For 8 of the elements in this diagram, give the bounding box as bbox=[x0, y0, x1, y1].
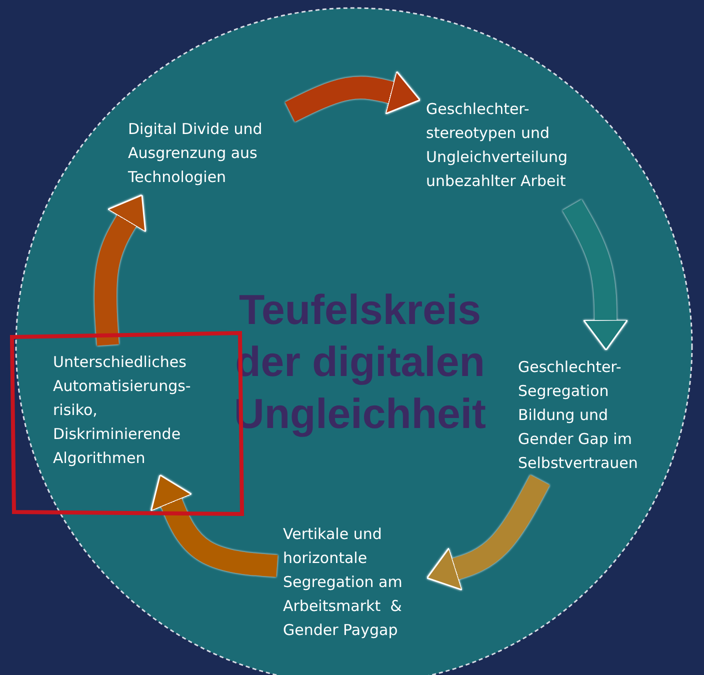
curved-arrow bbox=[562, 199, 628, 351]
curved-arrow bbox=[426, 474, 550, 591]
cycle-step-text: Vertikale und horizontale Segregation am Arbeitsmarkt & Gender Paygap bbox=[283, 524, 404, 641]
cycle-step-text: Digital Divide und Ausgrenzung aus Technologien bbox=[128, 119, 264, 188]
cycle-step-text: Geschlechter-Segregation Bildung und Gender Gap im Selbstvertrauen bbox=[518, 357, 639, 474]
cycle-step-text: Geschlechter-stereotypen und Ungleichverteilung unbezahlter Arbeit bbox=[426, 99, 569, 192]
curved-arrow bbox=[285, 70, 421, 122]
cycle-step-text: Unterschiedliches Automatisierungs-risiko, Diskriminierende Algorithmen bbox=[53, 352, 192, 469]
